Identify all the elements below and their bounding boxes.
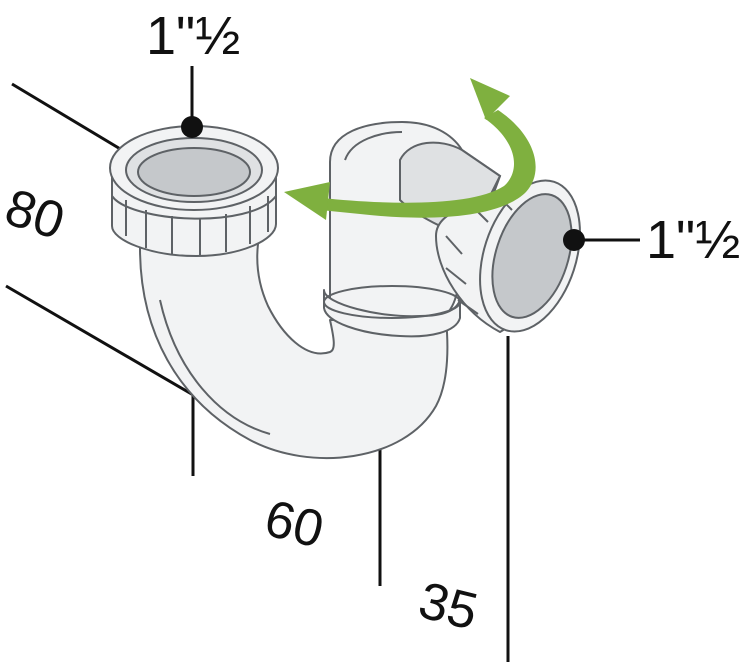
top-inlet-nut [109,125,279,257]
u-bend [139,243,449,460]
side-outlet-nut [435,179,581,333]
dimension-line-80-top [11,82,123,152]
label-side-connection: 1"½ [646,210,740,270]
label-top-connection: 1"½ [146,6,240,66]
connection-dot-icon [181,116,203,138]
rotation-arrow-icon [284,78,536,220]
label-dim-depth: 35 [413,571,483,641]
label-dim-width: 60 [259,489,329,559]
connection-dot-icon [563,229,585,251]
label-dim-height: 80 [0,178,71,251]
